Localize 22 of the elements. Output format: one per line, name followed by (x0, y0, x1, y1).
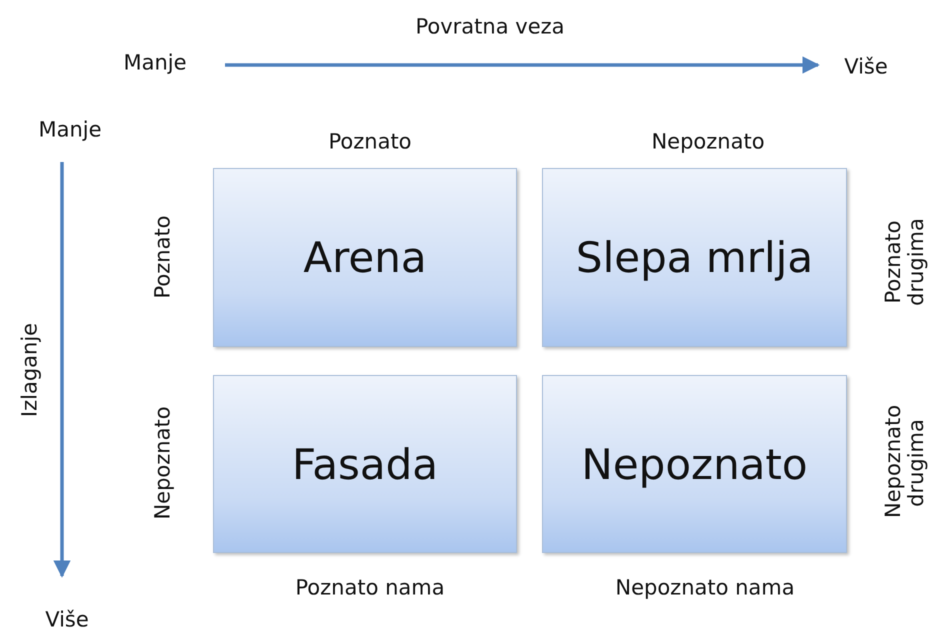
axis-title: Povratna veza (415, 15, 565, 39)
axis-title: Izlaganje (18, 322, 42, 418)
row-header: Poznato drugima (882, 217, 928, 308)
quadrant-label: Slepa mrlja (576, 233, 814, 282)
row-header: Nepoznato drugima (882, 408, 928, 518)
quadrant-label: Nepoznato (581, 440, 808, 488)
column-footer: Poznato nama (295, 576, 445, 600)
quadrant-label: Arena (303, 233, 427, 282)
column-header: Nepoznato (651, 130, 765, 154)
quadrant-box (213, 375, 517, 553)
quadrant-box (213, 168, 517, 347)
axis-end-label: Više (45, 608, 89, 632)
quadrant-box (542, 168, 847, 347)
axis-end-label: Manje (38, 118, 102, 142)
column-header: Poznato (328, 130, 412, 154)
row-header: Nepoznato (151, 406, 175, 520)
axis-end-label: Manje (123, 51, 187, 75)
quadrant-label: Fasada (292, 440, 438, 488)
row-header: Poznato (151, 215, 175, 299)
axis-end-label: Više (844, 55, 888, 79)
column-footer: Nepoznato nama (615, 576, 795, 600)
quadrant-box (542, 375, 847, 553)
